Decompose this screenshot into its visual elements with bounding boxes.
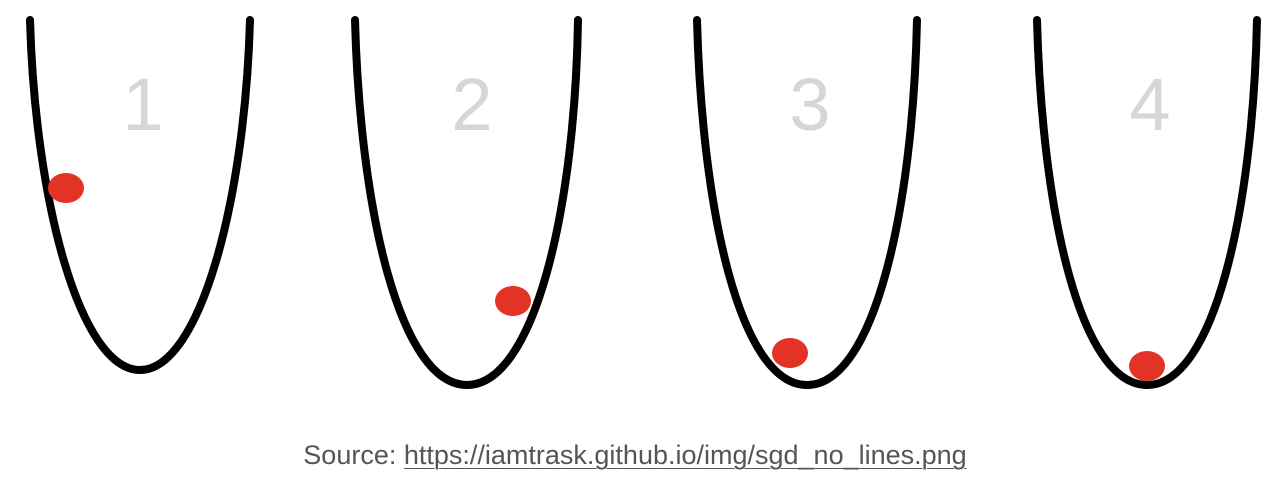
ball-2 xyxy=(495,286,531,316)
ball-4 xyxy=(1129,351,1165,381)
bowl-curve-3 xyxy=(693,16,921,390)
source-link[interactable]: https://iamtrask.github.io/img/sgd_no_li… xyxy=(403,440,967,470)
panel-number-3: 3 xyxy=(789,63,830,146)
panel-3: 3 xyxy=(693,16,921,390)
bowl-curve-2 xyxy=(351,16,582,390)
panel-number-4: 4 xyxy=(1129,63,1170,146)
panel-1: 1 xyxy=(26,16,254,375)
ball-1 xyxy=(48,173,84,203)
ball-3 xyxy=(772,338,808,368)
panel-2: 2 xyxy=(351,16,582,390)
panel-4: 4 xyxy=(1033,16,1261,390)
panel-number-1: 1 xyxy=(122,63,163,146)
source-caption: Source: https://iamtrask.github.io/img/s… xyxy=(0,440,1270,471)
bowl-curve-1 xyxy=(26,16,254,375)
source-prefix: Source: xyxy=(303,440,404,470)
panel-number-2: 2 xyxy=(451,63,492,146)
bowl-curve-4 xyxy=(1033,16,1261,390)
gradient-descent-diagram: 1 2 3 4 xyxy=(26,16,1261,390)
